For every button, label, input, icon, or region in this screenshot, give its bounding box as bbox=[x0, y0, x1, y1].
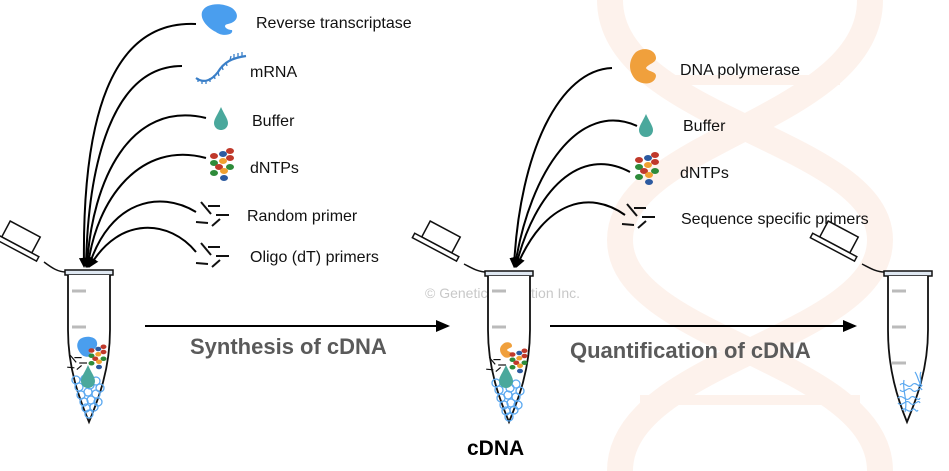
primers-icon bbox=[195, 201, 230, 227]
label-random-primer: Random primer bbox=[247, 208, 358, 225]
tube-1 bbox=[0, 220, 114, 425]
label-buffer: Buffer bbox=[252, 113, 295, 130]
background-dna-helix bbox=[597, 0, 894, 471]
stage2-curve-dntps bbox=[513, 163, 631, 268]
dntps-icon bbox=[210, 148, 234, 181]
stage1-curve-buffer bbox=[82, 114, 207, 268]
step1-label: Synthesis of cDNA bbox=[190, 334, 387, 359]
dna-polymerase-icon bbox=[630, 49, 656, 84]
stage2-inputs: DNA polymerase Buffer dNTPs Sequence spe… bbox=[509, 49, 869, 268]
label-dntps: dNTPs bbox=[250, 160, 299, 177]
reverse-transcriptase-icon bbox=[201, 4, 237, 35]
mrna-icon bbox=[195, 52, 247, 84]
tube-3 bbox=[809, 220, 933, 425]
stage1-curve-oligo-primer bbox=[88, 226, 197, 268]
label-sequence-specific-primers: Sequence specific primers bbox=[681, 211, 869, 228]
stage1-curve-reverse-transcriptase bbox=[78, 22, 197, 268]
stage2-curve-buffer bbox=[511, 119, 638, 268]
product-label-cdna: cDNA bbox=[467, 437, 524, 460]
stage1-curve-mrna bbox=[81, 65, 183, 268]
label-buffer-2: Buffer bbox=[683, 118, 726, 135]
stage2-curve-sequence-primers bbox=[515, 201, 626, 268]
label-dntps-2: dNTPs bbox=[680, 165, 729, 182]
stage1-curve-dntps bbox=[84, 153, 207, 268]
droplet-icon bbox=[214, 107, 228, 130]
label-mrna: mRNA bbox=[250, 64, 297, 81]
tube-2 bbox=[411, 220, 534, 425]
cdna-copies bbox=[897, 371, 923, 413]
primers-icon bbox=[195, 242, 230, 268]
stage1-curve-random-primer bbox=[86, 200, 197, 268]
droplet-icon bbox=[639, 114, 653, 137]
stage2-curve-dna-polymerase bbox=[509, 67, 613, 268]
label-dna-polymerase: DNA polymerase bbox=[680, 62, 800, 79]
step2-label: Quantification of cDNA bbox=[570, 338, 811, 363]
label-reverse-transcriptase: Reverse transcriptase bbox=[256, 15, 412, 32]
stage1-inputs: Reverse transcriptase mRNA Buffer dNTPs … bbox=[78, 4, 412, 268]
label-oligo-dt-primers: Oligo (dT) primers bbox=[250, 249, 379, 266]
